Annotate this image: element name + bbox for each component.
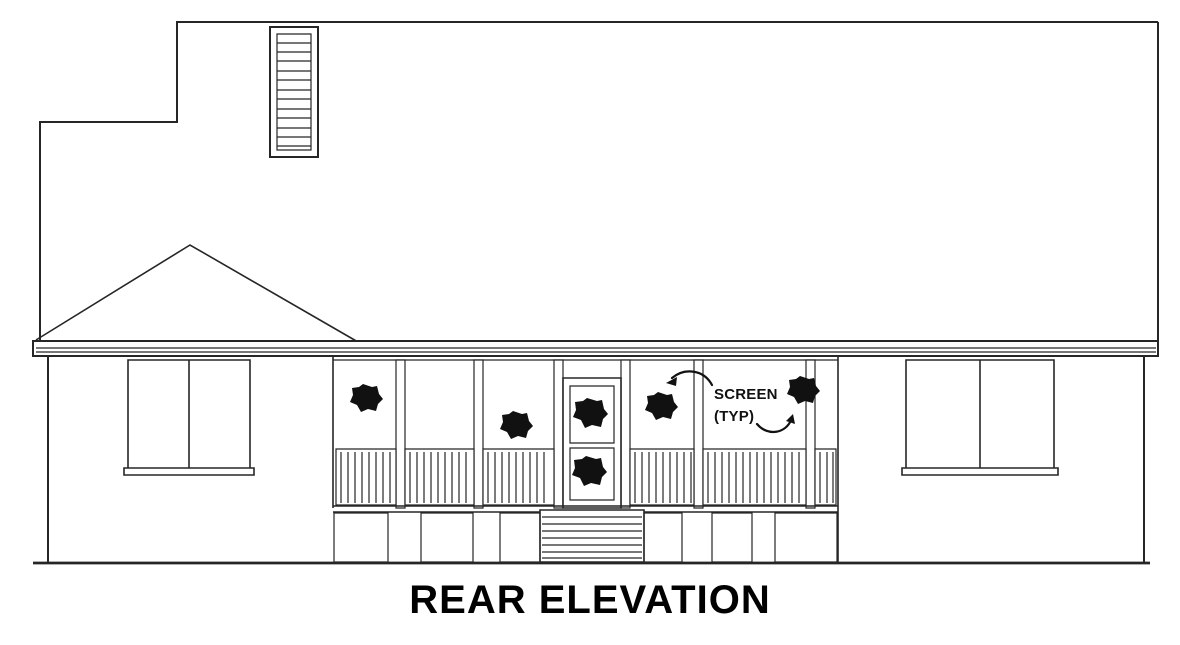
screen-marker [645, 392, 678, 420]
screen-marker [500, 411, 533, 439]
foundation-piers [334, 513, 837, 562]
railing-panel [336, 449, 396, 505]
porch-post [396, 360, 405, 508]
chimney [270, 27, 318, 157]
pier [500, 513, 540, 562]
balusters [635, 452, 691, 503]
hip-roof [36, 245, 358, 342]
railing-panel [703, 449, 806, 505]
porch-post [554, 360, 563, 508]
pier [712, 513, 752, 562]
railing-panel [405, 449, 474, 505]
balusters [410, 452, 466, 503]
entry-steps [540, 510, 644, 562]
screen-door-panel-lower [570, 448, 614, 500]
screen-label-line2: (TYP) [714, 408, 754, 425]
window-left-sill [124, 468, 254, 475]
roof-outline [40, 22, 1158, 340]
leader-line-upper [670, 370, 714, 387]
pier [421, 513, 473, 562]
balusters [708, 452, 799, 503]
left-wall [48, 356, 333, 563]
chimney-inner [277, 34, 311, 150]
leader-arrowhead-lower [786, 414, 795, 424]
step-treads [542, 517, 642, 558]
pier [775, 513, 837, 562]
balusters [820, 452, 833, 503]
pier [644, 513, 682, 562]
screen-annotation: SCREEN (TYP) [666, 370, 795, 433]
pier [334, 513, 388, 562]
screen-marker [787, 376, 820, 404]
screen-marker [573, 398, 608, 428]
eave-fascia [33, 341, 1158, 360]
window-right-sill [902, 468, 1058, 475]
porch-post [694, 360, 703, 508]
hip-roof-slopes [36, 245, 358, 342]
porch-post [474, 360, 483, 508]
screen-marker [572, 456, 607, 486]
steps-outline [540, 510, 644, 562]
screen-markers [350, 376, 820, 486]
railing-panel [630, 449, 694, 505]
roof-group [40, 22, 1158, 345]
railing-panel [483, 449, 554, 505]
porch-railings [336, 449, 836, 505]
leader-arrowhead-upper [666, 377, 677, 386]
chimney-courses [277, 43, 311, 146]
balusters [341, 452, 390, 503]
balusters [488, 452, 544, 503]
right-wall [838, 356, 1144, 563]
porch-post [806, 360, 815, 508]
porch-post [621, 360, 630, 508]
leader-line-lower [755, 418, 793, 433]
screen-marker [350, 384, 383, 412]
porch-posts [396, 360, 815, 508]
window-right [902, 360, 1058, 475]
window-left [124, 360, 254, 475]
page-title: REAR ELEVATION [409, 578, 771, 622]
screen-label-line1: SCREEN [714, 386, 778, 403]
screen-door [563, 378, 621, 508]
